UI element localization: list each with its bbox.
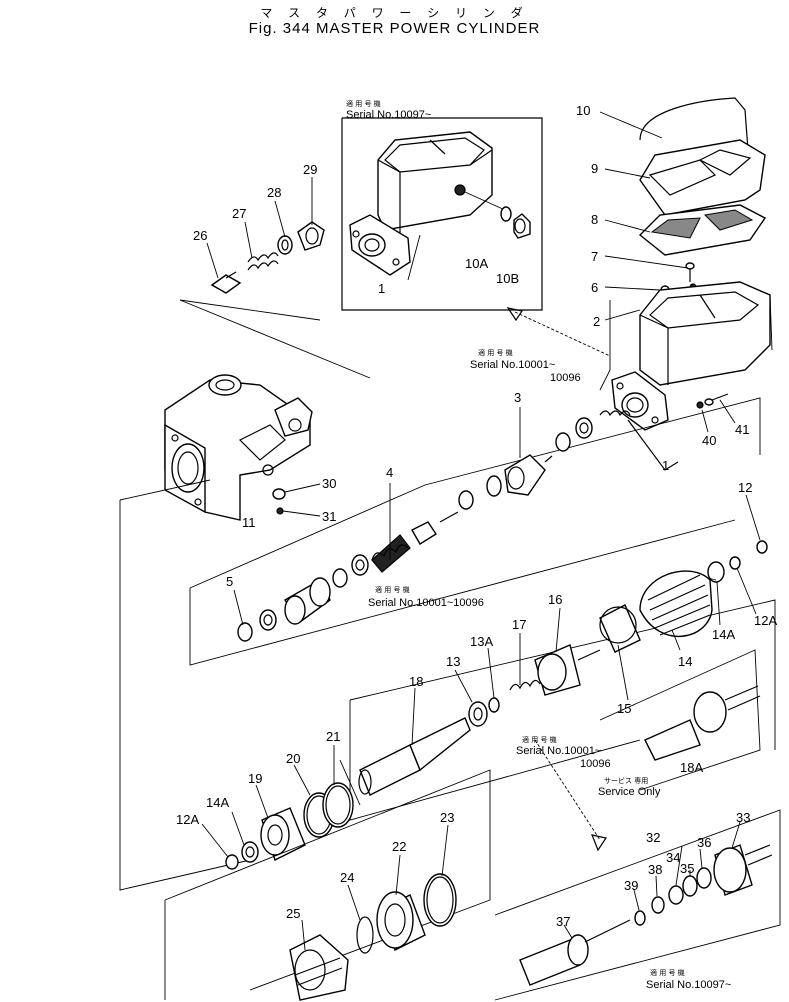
part-label: 26 [193, 228, 207, 243]
reservoir-cap-assembly [638, 97, 767, 295]
part-label: 14 [678, 654, 692, 669]
part-label: 36 [697, 835, 711, 850]
part-label: 22 [392, 839, 406, 854]
part-label: 21 [326, 729, 340, 744]
part-label: 7 [591, 249, 598, 264]
part-label: 14A [712, 627, 735, 642]
serial-note: Serial No.10001~ [470, 359, 555, 371]
serial-note: 10096 [550, 372, 581, 384]
part-label: 9 [591, 161, 598, 176]
serial-note: Serial No.10097~ [646, 979, 731, 991]
part-label: 1 [662, 458, 669, 473]
part-label: 31 [322, 509, 336, 524]
serial-note-jp: 適 用 号 機 [375, 585, 410, 594]
cylinder-housing [119, 374, 313, 891]
service-note-jp: サービス 専用 [604, 776, 648, 785]
part-label: 8 [591, 212, 598, 227]
inset-reservoir-10097 [341, 117, 543, 311]
inset-18A-service [599, 649, 761, 791]
part-label: 32 [646, 830, 660, 845]
part-label: 12 [738, 480, 752, 495]
lower-left-row [225, 759, 361, 870]
serial-note-jp: 適 用 号 機 [650, 968, 685, 977]
part-label: 12A [754, 613, 777, 628]
part-label: 35 [680, 861, 694, 876]
serial-note: Serial No.10001~10096 [368, 597, 484, 609]
part-label: 3 [514, 390, 521, 405]
part-label: 19 [248, 771, 262, 786]
part-label: 30 [322, 476, 336, 491]
part-label: 10 [576, 103, 590, 118]
serial-note: 10096 [580, 758, 611, 770]
part-number-labels: 1 1 2 3 4 5 6 7 8 9 10 10A 10B 11 12 12A… [176, 103, 777, 929]
part-label: 24 [340, 870, 354, 885]
part-label: 40 [702, 433, 716, 448]
serial-note-jp: 適 用 号 機 [478, 348, 513, 357]
part-label: 23 [440, 810, 454, 825]
part-label: 17 [512, 617, 526, 632]
serial-note-jp: 適 用 号 機 [522, 735, 557, 744]
part-label: 27 [232, 206, 246, 221]
part-label: 6 [591, 280, 598, 295]
part-label: 13 [446, 654, 460, 669]
service-note: Service Only [598, 786, 661, 798]
leader-lines [201, 111, 761, 951]
part-label: 16 [548, 592, 562, 607]
part-label: 41 [735, 422, 749, 437]
part-label: 18A [680, 760, 703, 775]
part-label: 4 [386, 465, 393, 480]
part-label: 29 [303, 162, 317, 177]
piston-row [189, 397, 768, 666]
part-label: 20 [286, 751, 300, 766]
part-label: 25 [286, 906, 300, 921]
part-label: 10B [496, 271, 519, 286]
serial-notes: 適 用 号 機 Serial No.10097~ 適 用 号 機 Serial … [346, 99, 731, 991]
part-label: 5 [226, 574, 233, 589]
part-label: 14A [206, 795, 229, 810]
bottom-row [164, 769, 491, 1001]
bottom-right-inset [494, 739, 781, 1001]
power-piston-row [349, 556, 776, 821]
parts-26-29 [179, 221, 371, 379]
part-label: 37 [556, 914, 570, 929]
main-reservoir [599, 281, 773, 471]
part-label: 12A [176, 812, 199, 827]
serial-note: Serial No.10097~ [346, 109, 431, 121]
serial-note: Serial No.10001~ [516, 745, 601, 757]
part-label: 34 [666, 850, 680, 865]
figure-title: Fig. 344 MASTER POWER CYLINDER [248, 20, 541, 37]
part-label: 1 [378, 281, 385, 296]
part-label: 28 [267, 185, 281, 200]
figure-title-japanese: マ ス タ パ ワ ー シ リ ン ダ [260, 6, 529, 20]
part-label: 39 [624, 878, 638, 893]
part-label: 18 [409, 674, 423, 689]
part-label: 13A [470, 634, 493, 649]
part-label: 33 [736, 810, 750, 825]
part-label: 11 [242, 515, 256, 530]
part-label: 10A [465, 256, 488, 271]
serial-note-jp: 適 用 号 機 [346, 99, 381, 108]
part-label: 38 [648, 862, 662, 877]
part-label: 15 [617, 701, 631, 716]
part-label: 2 [593, 314, 600, 329]
